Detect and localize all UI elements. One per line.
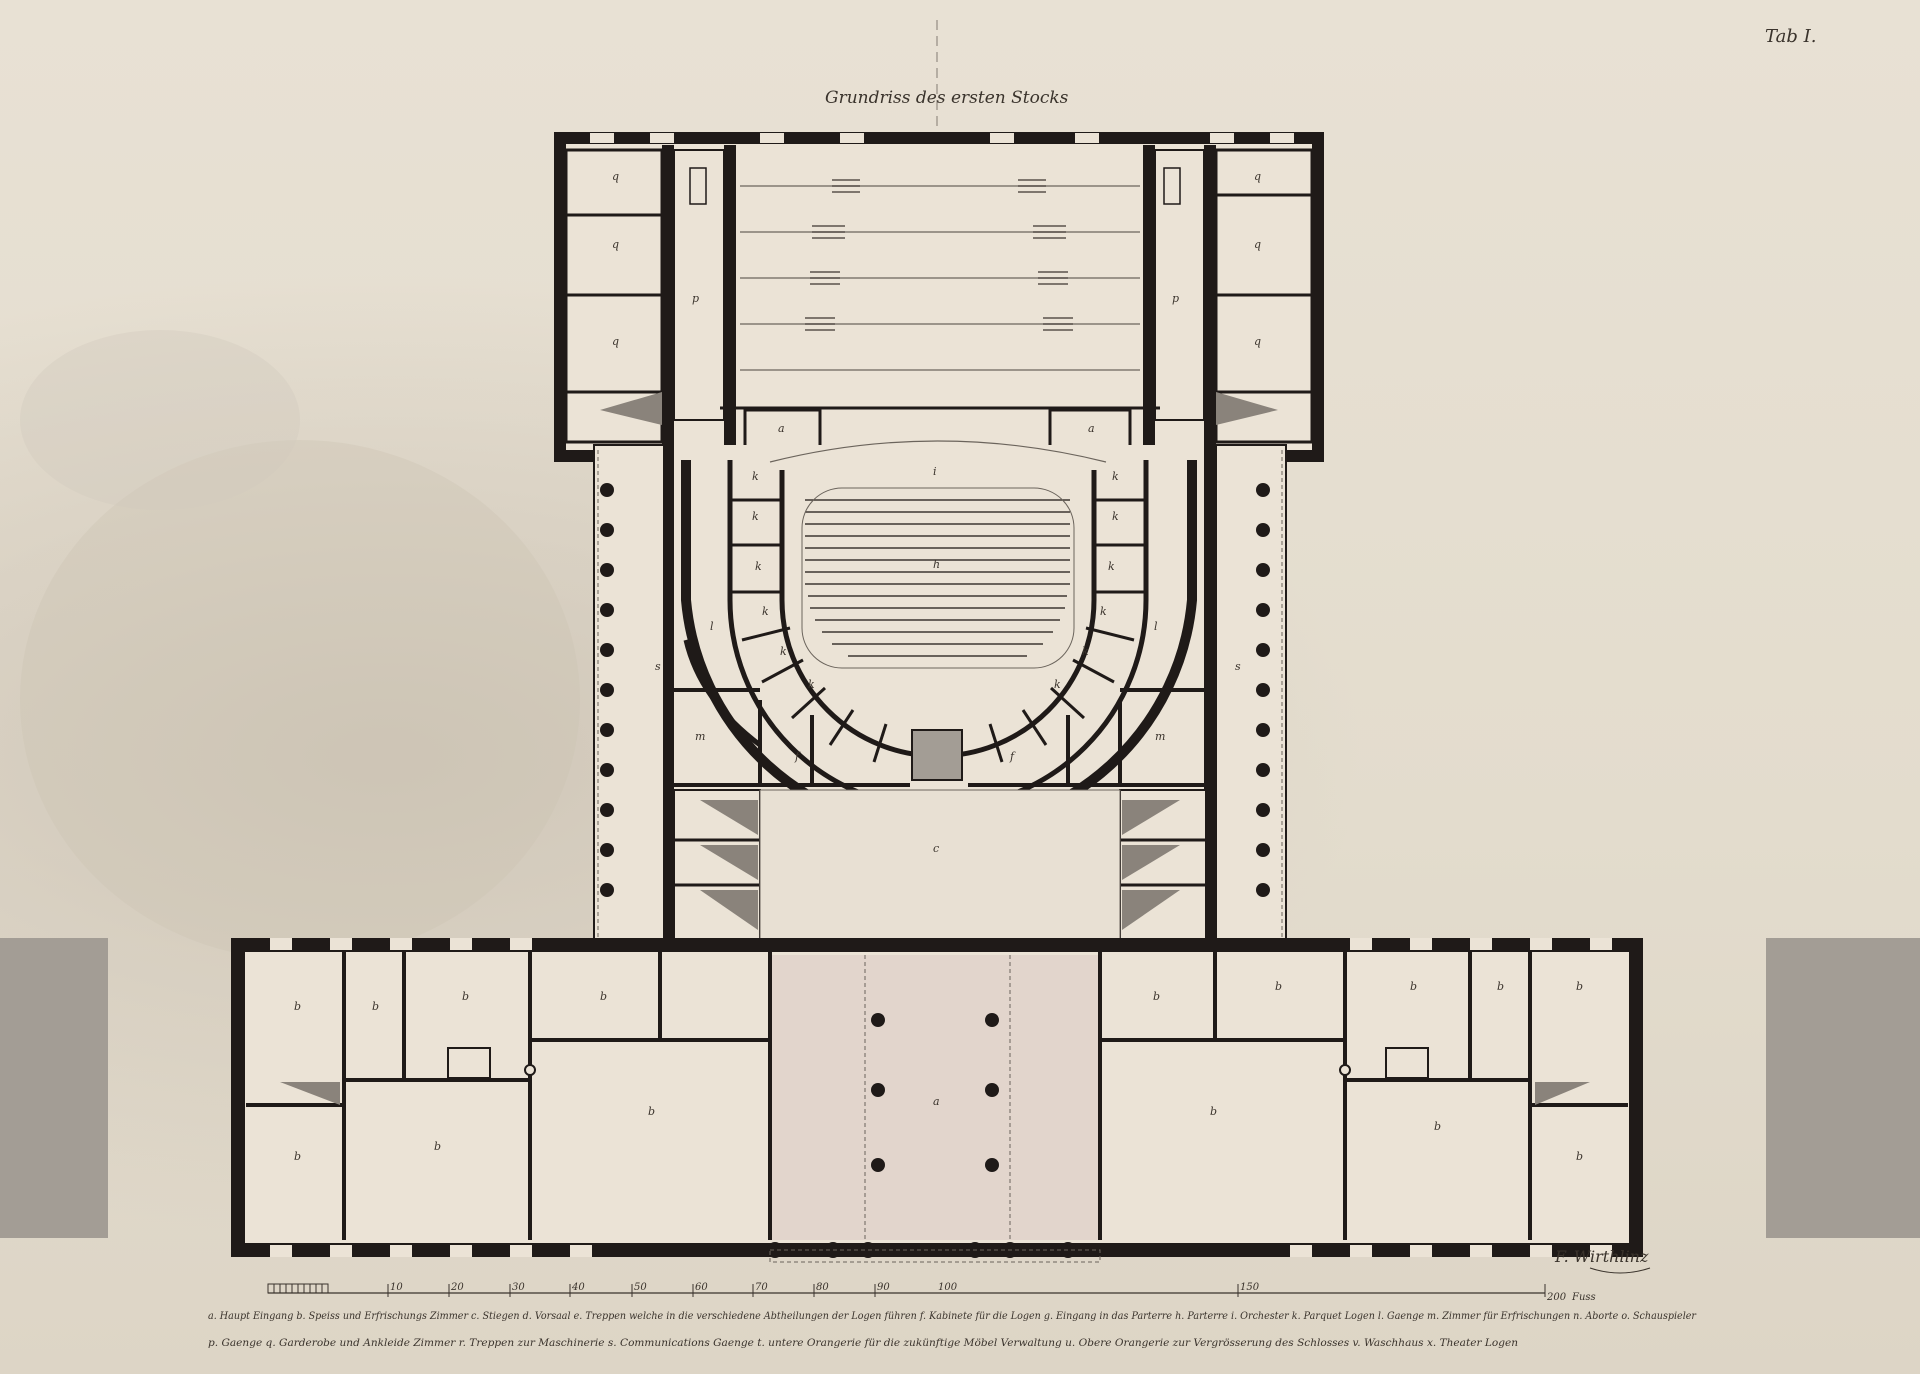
scale-unit: Fuss <box>1571 1292 1596 1303</box>
scale-tick-label: 200 <box>1546 1292 1567 1303</box>
signature-flourish <box>1589 1267 1651 1274</box>
scale-tick-label: 50 <box>634 1282 647 1293</box>
svg-text:b: b <box>1576 1150 1583 1163</box>
scale-tick-label: 80 <box>816 1282 829 1293</box>
orchestra-arc <box>769 440 1107 463</box>
svg-text:k: k <box>1054 678 1061 691</box>
svg-text:b: b <box>1497 980 1504 993</box>
proscenium-room-left <box>743 408 822 452</box>
svg-text:k: k <box>752 510 759 523</box>
right-side-block <box>1766 938 1920 1238</box>
scale-tick-label: 100 <box>938 1282 958 1293</box>
svg-text:q: q <box>1254 170 1261 183</box>
auditorium <box>660 440 1218 945</box>
svg-text:b: b <box>372 1000 379 1013</box>
stage-block <box>554 132 1324 462</box>
svg-text:b: b <box>434 1140 441 1153</box>
svg-text:k: k <box>1108 560 1115 573</box>
svg-text:l: l <box>710 620 714 633</box>
vestibule-stair-right <box>1119 789 1207 941</box>
svg-text:k: k <box>1112 470 1119 483</box>
paper-stain <box>20 440 580 960</box>
svg-text:b: b <box>1410 980 1417 993</box>
sheet-number: Tab I. <box>1765 26 1816 47</box>
svg-text:p: p <box>692 292 699 305</box>
pit-rows <box>805 499 1070 657</box>
svg-text:f: f <box>1009 750 1016 763</box>
svg-text:k: k <box>762 605 769 618</box>
svg-text:l: l <box>1154 620 1158 633</box>
pit-outline <box>801 487 1075 669</box>
room-letters: q q q q q q p p a a k k k k k k k k k k … <box>294 170 1583 1163</box>
svg-text:k: k <box>808 678 815 691</box>
legend-line-2: p. Gaenge q. Garderobe und Ankleide Zimm… <box>208 1337 1518 1349</box>
central-hall-wash <box>770 955 1100 1240</box>
svg-text:b: b <box>294 1150 301 1163</box>
stair-left <box>600 392 662 425</box>
scale-tick-label: 10 <box>390 1282 403 1293</box>
svg-text:m: m <box>1155 730 1165 743</box>
svg-text:q: q <box>612 335 619 348</box>
svg-text:s: s <box>1235 660 1241 673</box>
vestibule-stair-left <box>673 789 761 941</box>
legend-line-1: a. Haupt Eingang b. Speiss und Erfrischu… <box>208 1310 1697 1322</box>
left-corridor <box>673 149 725 421</box>
svg-text:k: k <box>752 470 759 483</box>
pit-entrance-stair <box>911 729 963 781</box>
svg-text:s: s <box>655 660 661 673</box>
signature: F. Wirthlinz <box>1554 1247 1649 1266</box>
wing-stair-left <box>280 1082 340 1105</box>
svg-text:c: c <box>933 842 939 855</box>
scale-bar: 10 20 30 40 50 60 70 80 90 100 150 200 F… <box>267 1282 1596 1303</box>
central-vestibule <box>759 789 1121 941</box>
svg-text:b: b <box>1434 1120 1441 1133</box>
scale-tick-label: 70 <box>755 1282 768 1293</box>
hall-columns <box>871 1013 999 1172</box>
wing-stair-right <box>1535 1082 1590 1105</box>
svg-text:q: q <box>612 238 619 251</box>
scale-tick-label: 30 <box>512 1282 525 1293</box>
scale-tick-label: 60 <box>695 1282 708 1293</box>
svg-text:k: k <box>755 560 762 573</box>
scale-tick-label: 150 <box>1240 1282 1260 1293</box>
svg-text:b: b <box>462 990 469 1003</box>
scale-tick-label: 90 <box>877 1282 890 1293</box>
scale-tick-label: 20 <box>450 1282 464 1293</box>
paper-stain <box>20 330 300 510</box>
svg-text:f: f <box>794 750 801 763</box>
svg-text:q: q <box>1254 238 1261 251</box>
svg-text:k: k <box>1100 605 1107 618</box>
svg-text:a: a <box>1088 422 1095 435</box>
svg-text:q: q <box>1254 335 1261 348</box>
plan-title: Grundriss des ersten Stocks <box>825 88 1069 108</box>
svg-text:b: b <box>294 1000 301 1013</box>
svg-text:h: h <box>933 558 940 571</box>
colonnade-columns <box>600 483 1270 897</box>
main-wing <box>231 938 1643 1263</box>
svg-text:k: k <box>780 645 787 658</box>
svg-text:a: a <box>778 422 785 435</box>
svg-text:p: p <box>1172 292 1179 305</box>
svg-text:b: b <box>1576 980 1583 993</box>
svg-text:k: k <box>1082 645 1089 658</box>
svg-text:b: b <box>648 1105 655 1118</box>
svg-text:a: a <box>933 1095 940 1108</box>
left-side-block <box>0 938 108 1238</box>
svg-text:b: b <box>600 990 607 1003</box>
svg-text:m: m <box>695 730 705 743</box>
scale-tick-label: 40 <box>571 1282 585 1293</box>
right-colonnade <box>1215 444 1287 946</box>
svg-text:i: i <box>933 465 937 478</box>
svg-text:k: k <box>1112 510 1119 523</box>
stair-right <box>1216 392 1278 425</box>
svg-text:q: q <box>612 170 619 183</box>
svg-text:b: b <box>1153 990 1160 1003</box>
svg-text:b: b <box>1275 980 1282 993</box>
svg-text:b: b <box>1210 1105 1217 1118</box>
